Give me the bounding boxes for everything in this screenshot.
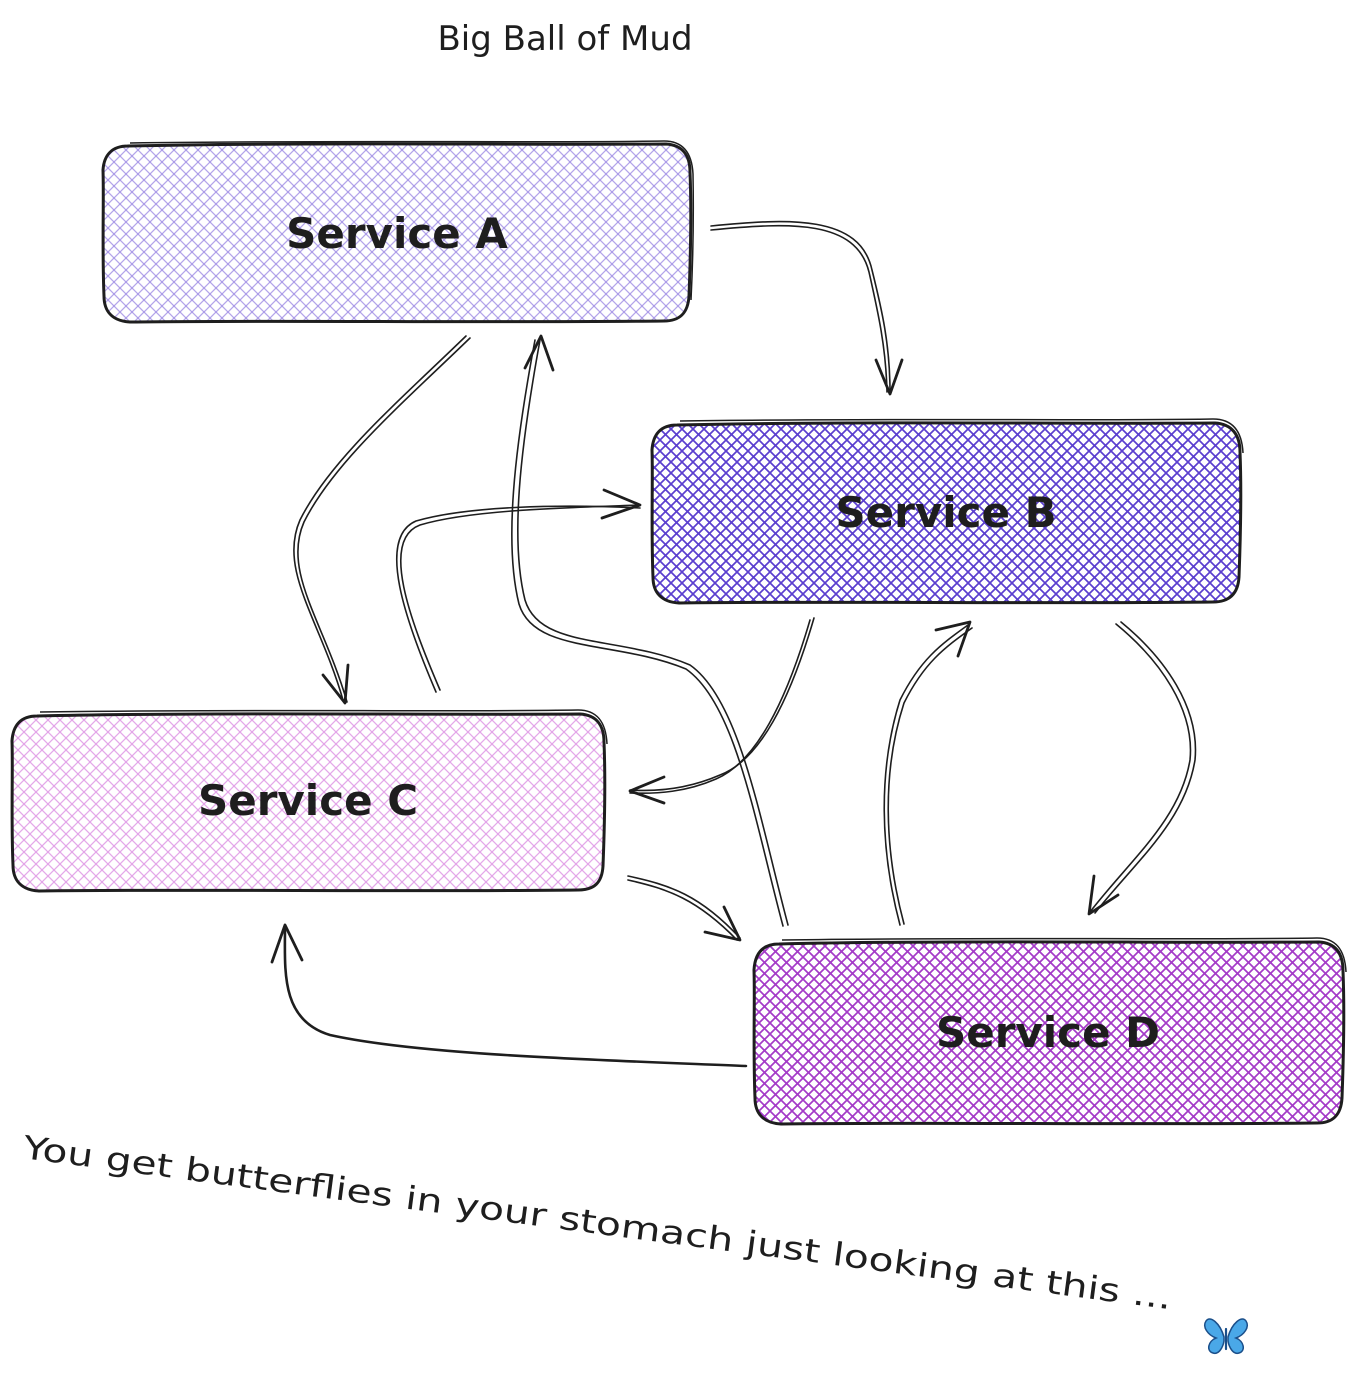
diagram-title: Big Ball of Mud [437, 19, 692, 59]
edge-a-to-c[interactable] [293, 335, 471, 705]
caption-group: You get butterflies in your stomach just… [20, 1128, 1174, 1317]
service-d-label: Service D [936, 1008, 1160, 1057]
edge-a-to-b[interactable] [710, 220, 904, 396]
service-b-node[interactable]: Service B [650, 418, 1244, 605]
service-a-label: Service A [286, 209, 508, 258]
edge-d-to-b[interactable] [883, 620, 973, 926]
butterfly-icon [1204, 1318, 1248, 1355]
service-a-node[interactable]: Service A [101, 140, 695, 324]
edge-c-to-b[interactable] [395, 488, 642, 693]
edge-c-to-d[interactable] [627, 875, 742, 942]
service-b-label: Service B [835, 488, 1056, 537]
service-c-node[interactable]: Service C [10, 709, 608, 893]
edge-d-to-c[interactable] [270, 923, 748, 1068]
service-c-label: Service C [198, 776, 418, 825]
service-d-node[interactable]: Service D [752, 937, 1347, 1126]
edge-b-to-c[interactable] [628, 617, 815, 805]
edge-b-to-d[interactable] [1087, 621, 1197, 916]
edge-d-to-a[interactable] [511, 334, 789, 927]
caption-text: You get butterflies in your stomach just… [20, 1128, 1174, 1317]
